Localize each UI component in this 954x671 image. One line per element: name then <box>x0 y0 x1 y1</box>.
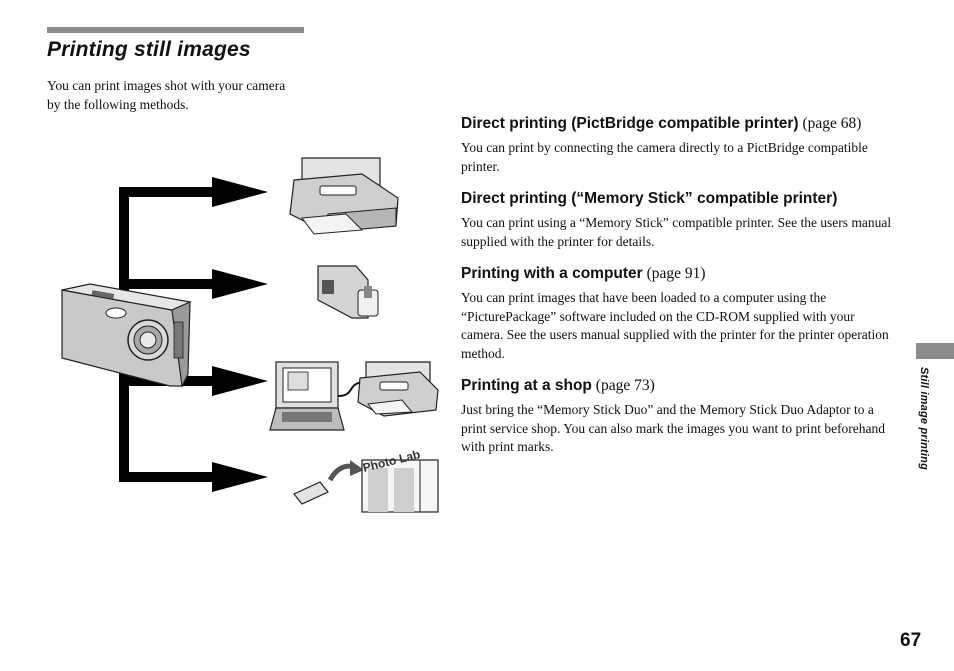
intro-text: You can print images shot with your came… <box>47 78 286 112</box>
arrow-memory-stick <box>212 269 268 299</box>
memory-stick-duo-icon <box>293 481 329 505</box>
section-label: Still image printing <box>918 367 930 471</box>
printer-icon <box>289 157 399 235</box>
method-item: Direct printing (“Memory Stick” compatib… <box>461 188 893 251</box>
method-heading: Printing at a shop <box>461 377 592 394</box>
method-description: You can print using a “Memory Stick” com… <box>461 215 892 249</box>
page-number: 67 <box>900 630 922 651</box>
branch-line-shop <box>119 472 214 482</box>
printer-icon-2 <box>357 361 439 417</box>
method-item: Printing with a computer (page 91) You c… <box>461 263 893 363</box>
page-title: Printing still images <box>47 38 251 61</box>
method-heading: Printing with a computer <box>461 265 643 282</box>
arrow-shop <box>212 462 268 492</box>
arrow-pictbridge <box>212 177 268 207</box>
method-item: Printing at a shop (page 73) Just bring … <box>461 375 893 457</box>
method-heading: Direct printing (“Memory Stick” compatib… <box>461 190 838 207</box>
printing-methods-diagram: Photo Lab <box>61 157 439 513</box>
method-heading: Direct printing (PictBridge compatible p… <box>461 115 799 132</box>
page-reference: (page 68) <box>802 115 862 132</box>
branch-line-memory-stick <box>129 279 214 289</box>
memory-stick-printer-icon <box>317 265 379 319</box>
method-description: Just bring the “Memory Stick Duo” and th… <box>461 402 886 454</box>
laptop-icon <box>269 361 345 431</box>
method-item: Direct printing (PictBridge compatible p… <box>461 113 893 176</box>
methods-list: Direct printing (PictBridge compatible p… <box>461 113 893 469</box>
page-reference: (page 73) <box>595 377 655 394</box>
title-rule <box>47 27 304 33</box>
arrow-computer <box>212 366 268 396</box>
branch-line-pictbridge <box>119 187 214 197</box>
method-description: You can print images that have been load… <box>461 290 889 361</box>
method-description: You can print by connecting the camera d… <box>461 140 868 174</box>
section-tab <box>916 343 954 359</box>
page-reference: (page 91) <box>646 265 706 282</box>
photo-shop-icon: Photo Lab <box>361 447 439 513</box>
camera-icon <box>61 283 193 389</box>
